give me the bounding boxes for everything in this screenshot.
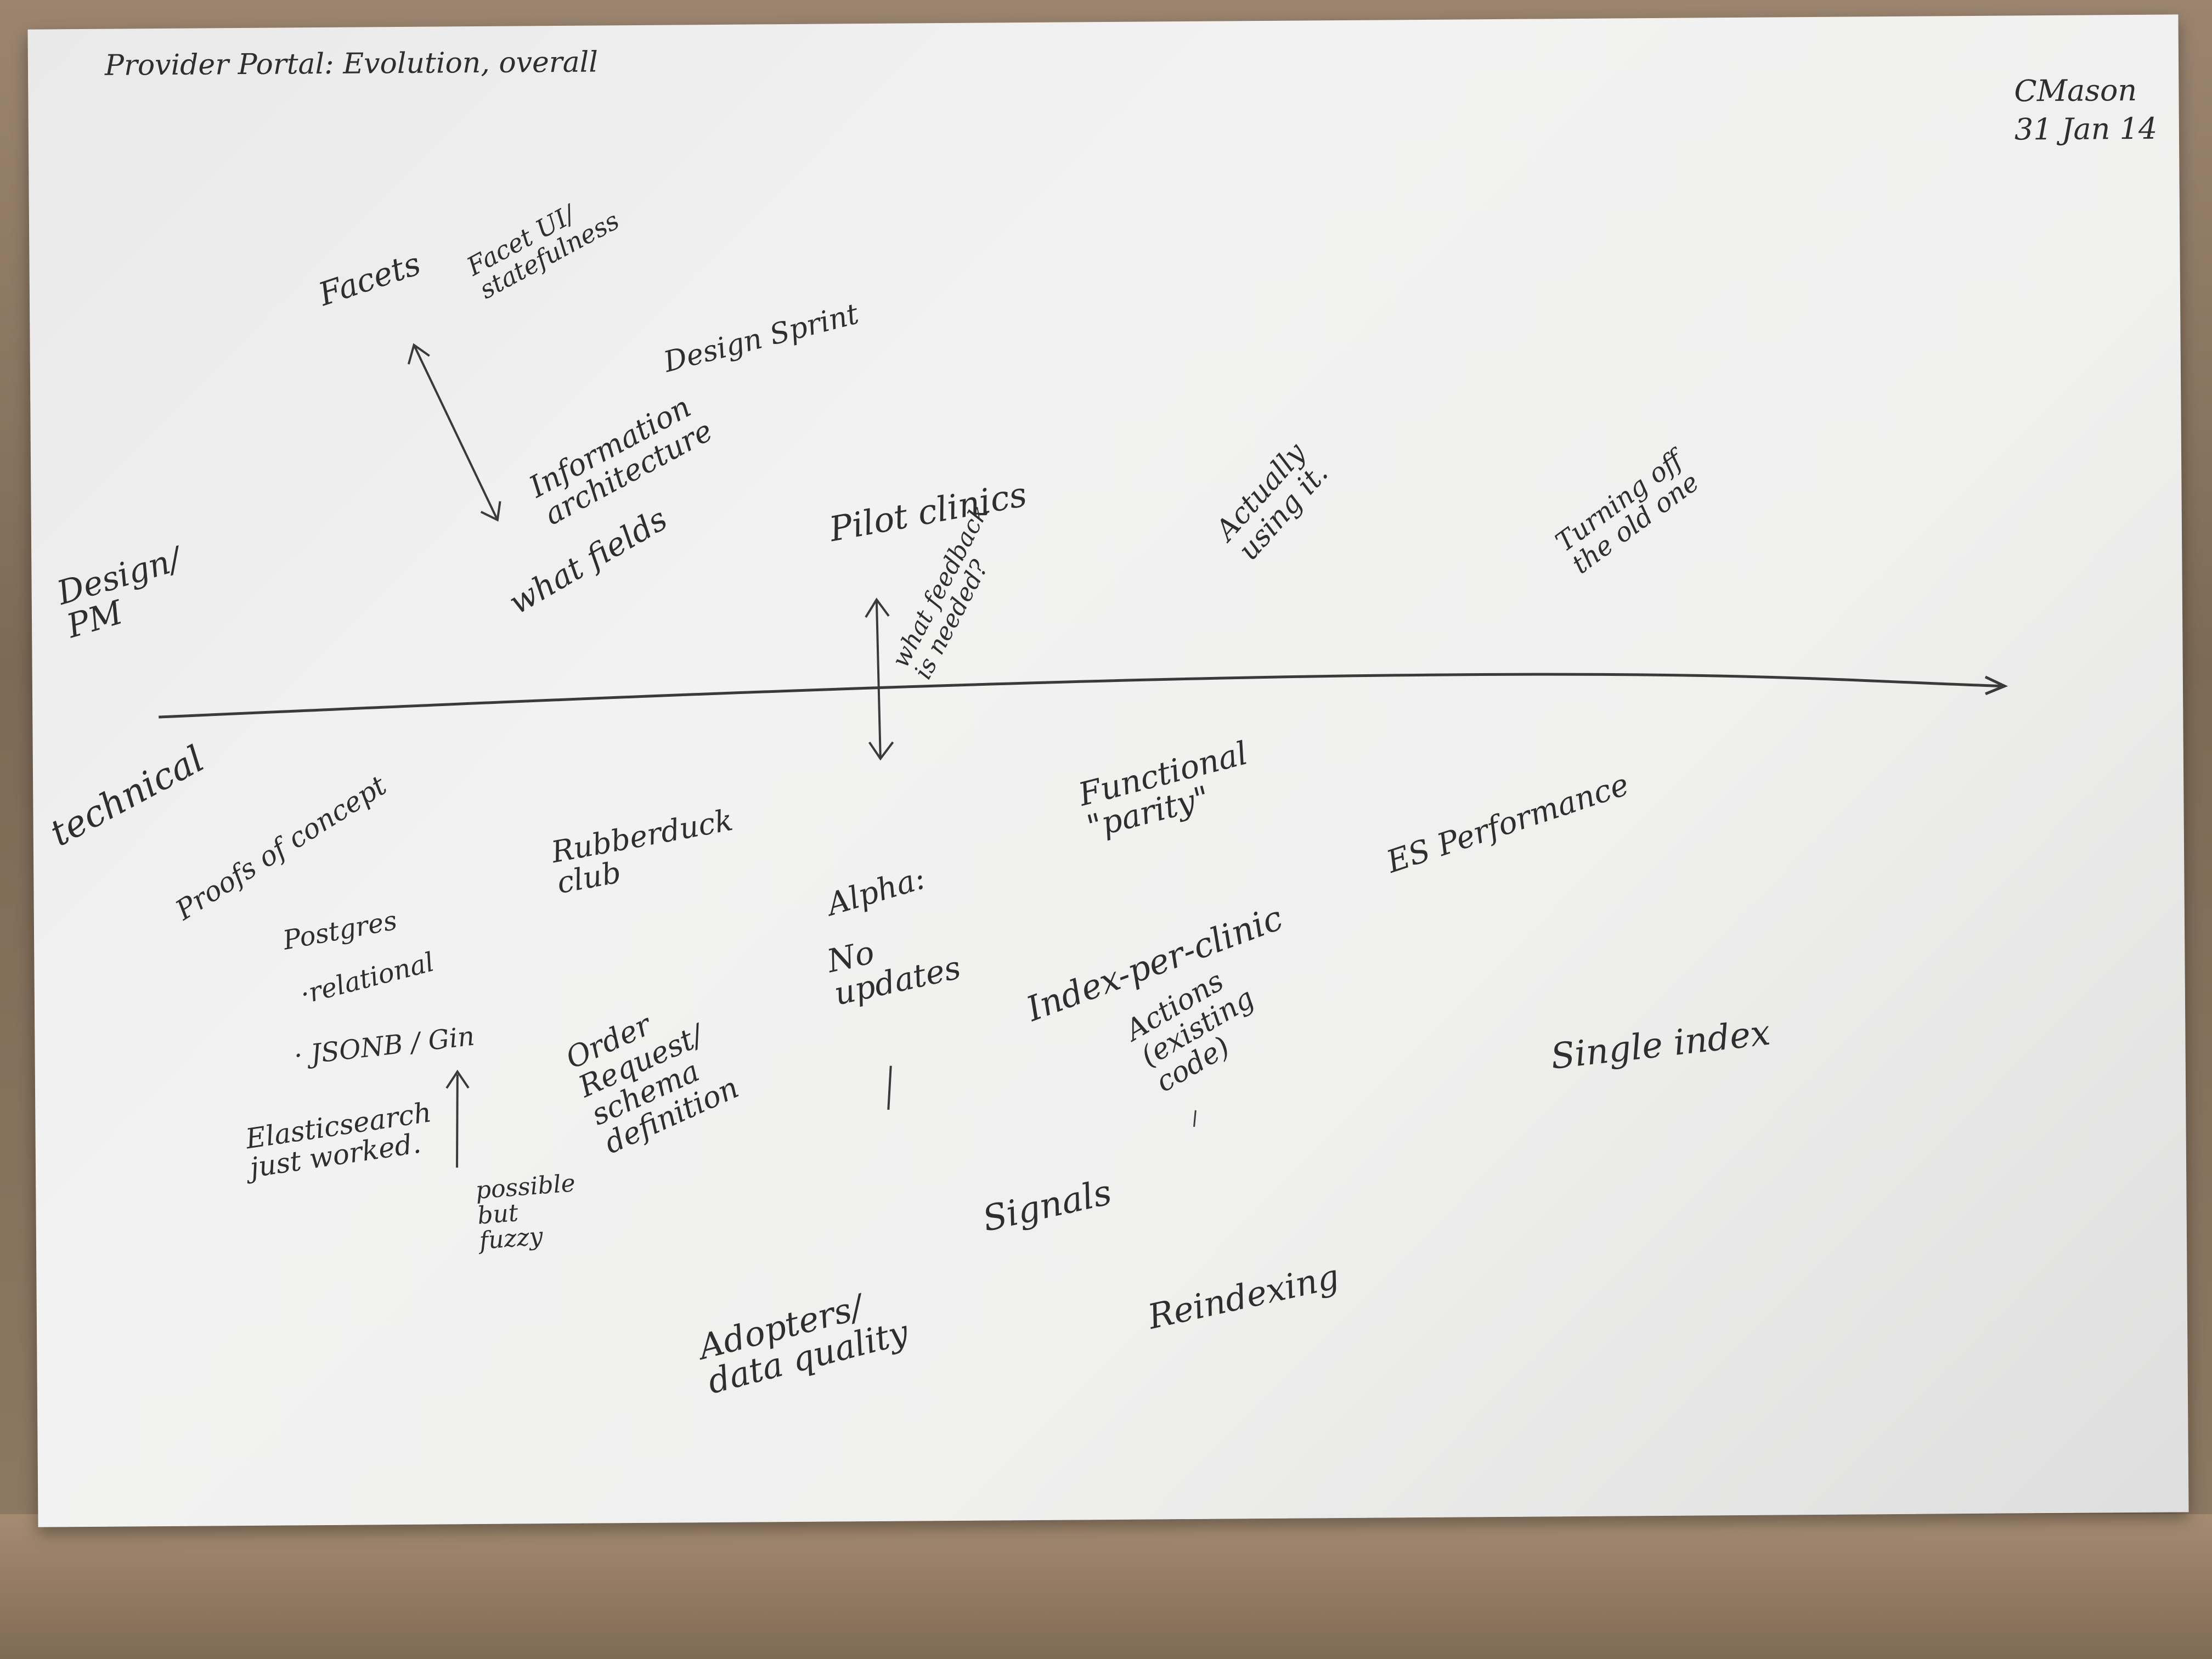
author-name: CMason	[2014, 72, 2137, 109]
wooden-table-edge	[0, 1514, 2212, 1659]
pencil-strokes	[159, 343, 2008, 1168]
feedback-double-arrow	[875, 599, 882, 759]
page-title: Provider Portal: Evolution, overall	[104, 46, 599, 82]
actions-tick-mark	[1193, 1110, 1197, 1127]
elasticsearch-up-arrow	[456, 1074, 459, 1168]
facets-double-arrow	[413, 344, 499, 521]
author-date: 31 Jan 14	[2014, 111, 2158, 147]
timeline-arrowhead	[1984, 675, 2008, 696]
timeline-arrow-line	[159, 673, 2002, 719]
possible-fuzzy-note: possible but fuzzy	[474, 1169, 577, 1256]
alpha-tick-mark	[887, 1065, 892, 1110]
paper-sheet: Provider Portal: Evolution, overall CMas…	[27, 14, 2189, 1527]
